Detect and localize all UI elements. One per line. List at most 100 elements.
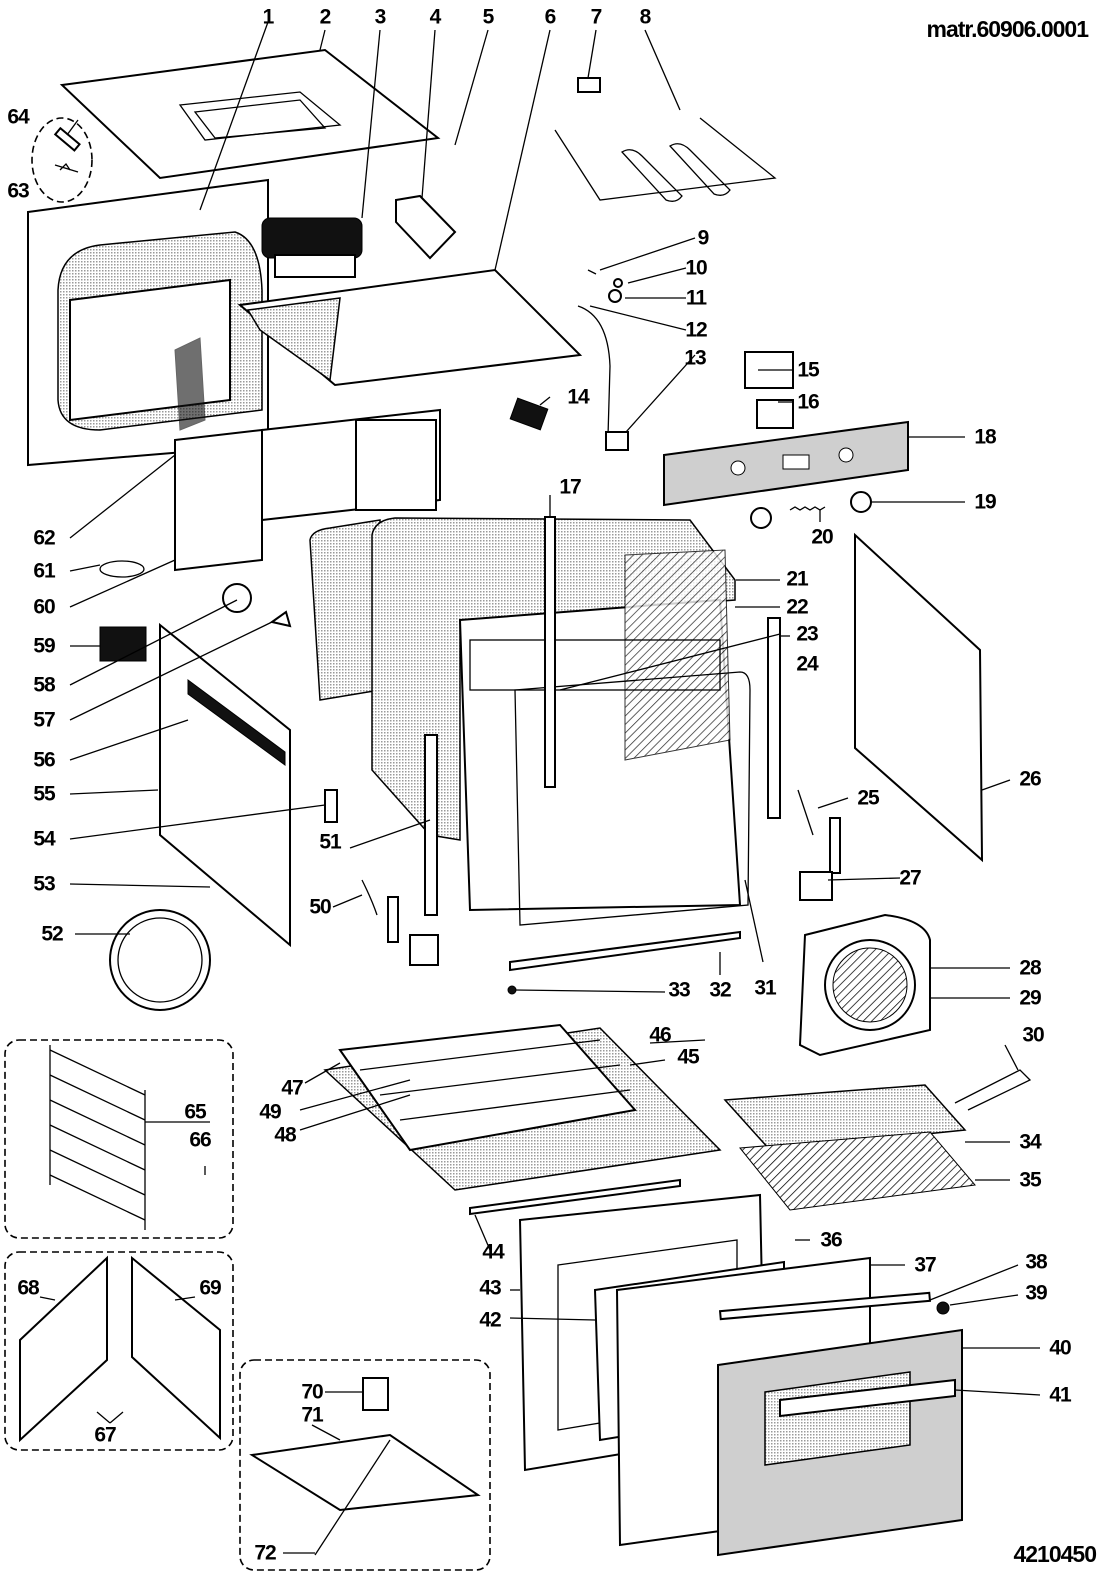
callout-label-27: 27 <box>899 866 921 890</box>
part-switch <box>577 77 601 93</box>
callout-label-14: 14 <box>567 385 589 409</box>
part-rotisserie-frame <box>249 1433 481 1512</box>
callout-label-10: 10 <box>685 256 707 280</box>
option-box-side-racks <box>4 1039 234 1239</box>
part-runner-left <box>424 734 438 916</box>
callout-label-51: 51 <box>319 830 341 854</box>
callout-label-60: 60 <box>33 595 55 619</box>
callout-label-55: 55 <box>33 782 55 806</box>
part-rotisserie-motor <box>362 1377 389 1411</box>
part-top-plate <box>237 268 583 387</box>
callout-label-62: 62 <box>33 526 55 550</box>
callout-label-41: 41 <box>1049 1383 1071 1407</box>
callout-label-48: 48 <box>274 1123 296 1147</box>
part-side-rack <box>49 1045 146 1230</box>
matr-code: matr.60906.0001 <box>926 16 1089 42</box>
part-cable <box>99 560 145 578</box>
callout-label-61: 61 <box>33 559 55 583</box>
callout-label-36: 36 <box>820 1228 842 1252</box>
callout-label-11: 11 <box>685 286 707 310</box>
part-bracket-54 <box>324 789 338 823</box>
callout-label-67: 67 <box>94 1423 116 1447</box>
part-small-fixings-9-12 <box>577 269 623 437</box>
callout-label-69: 69 <box>199 1276 221 1300</box>
callout-label-50: 50 <box>309 895 331 919</box>
callout-label-38: 38 <box>1025 1250 1047 1274</box>
detail-circle-63-64 <box>31 117 93 203</box>
part-grill-pan <box>739 1131 976 1211</box>
callout-label-63: 63 <box>7 179 29 203</box>
part-knob <box>850 491 872 513</box>
callout-label-8: 8 <box>639 5 652 29</box>
part-selector-switch <box>99 626 147 662</box>
callout-label-2: 2 <box>319 5 332 29</box>
part-door-seal <box>514 671 751 926</box>
option-box-catalytic-panels <box>4 1251 234 1451</box>
callout-label-29: 29 <box>1019 986 1041 1010</box>
callout-label-37: 37 <box>914 1253 936 1277</box>
part-lamp <box>605 431 629 451</box>
callout-label-9: 9 <box>697 226 710 250</box>
part-door-top-strip <box>469 1178 681 1216</box>
part-catalytic-panel-left <box>19 1255 108 1443</box>
part-door-bar <box>718 1291 932 1321</box>
callout-label-24: 24 <box>796 652 818 676</box>
callout-label-21: 21 <box>786 567 808 591</box>
callout-label-72: 72 <box>254 1541 276 1565</box>
drawing-number: 4210450 <box>1013 1541 1097 1567</box>
part-thermostat <box>222 583 252 613</box>
part-front-strip <box>509 930 741 972</box>
callout-label-40: 40 <box>1049 1336 1071 1360</box>
part-side-bracket <box>174 428 263 572</box>
callout-label-32: 32 <box>709 978 731 1002</box>
callout-label-23: 23 <box>796 622 818 646</box>
part-runner-right <box>767 617 781 819</box>
part-hinge-right <box>797 789 814 836</box>
callout-label-56: 56 <box>33 748 55 772</box>
part-door-bush <box>936 1301 950 1315</box>
callout-label-64: 64 <box>7 105 29 129</box>
part-lamp-rod <box>544 516 556 788</box>
callout-label-71: 71 <box>301 1403 323 1427</box>
callout-label-53: 53 <box>33 872 55 896</box>
part-right-side-panel <box>854 532 984 863</box>
leader-lines <box>39 21 1041 1554</box>
callout-label-7: 7 <box>590 5 603 29</box>
callout-label-45: 45 <box>677 1045 699 1069</box>
callout-label-70: 70 <box>301 1380 323 1404</box>
callout-label-47: 47 <box>281 1076 303 1100</box>
part-grill-element <box>554 117 777 202</box>
part-fan-motor <box>261 217 363 278</box>
callout-label-28: 28 <box>1019 956 1041 980</box>
part-fan-guard-clip <box>954 1069 1032 1111</box>
callout-label-65: 65 <box>184 1100 206 1124</box>
callout-label-6: 6 <box>544 5 557 29</box>
callout-label-66: 66 <box>189 1128 211 1152</box>
part-left-side-panel <box>159 622 291 948</box>
callout-label-44: 44 <box>482 1240 504 1264</box>
part-rotisserie-spit <box>314 1439 391 1556</box>
callout-label-15: 15 <box>797 358 819 382</box>
callout-label-31: 31 <box>754 976 776 1000</box>
part-programmer-bracket <box>756 399 794 429</box>
part-circular-element <box>109 909 211 1011</box>
callout-label-43: 43 <box>479 1276 501 1300</box>
callout-label-13: 13 <box>684 346 706 370</box>
part-hinge-receiver-right <box>799 871 833 901</box>
callout-label-18: 18 <box>974 425 996 449</box>
part-hinge-left <box>361 879 378 916</box>
part-lamp-holder <box>269 610 292 628</box>
callout-label-1: 1 <box>262 5 275 29</box>
callout-label-4: 4 <box>429 5 442 29</box>
part-oven-cavity <box>458 549 742 912</box>
callout-label-54: 54 <box>33 827 55 851</box>
callout-label-34: 34 <box>1019 1130 1041 1154</box>
part-spring <box>789 506 826 511</box>
callout-label-52: 52 <box>41 922 63 946</box>
callout-label-17: 17 <box>559 475 581 499</box>
callout-label-42: 42 <box>479 1308 501 1332</box>
part-catalytic-panel-right <box>131 1255 221 1441</box>
part-top-cover <box>59 48 441 180</box>
